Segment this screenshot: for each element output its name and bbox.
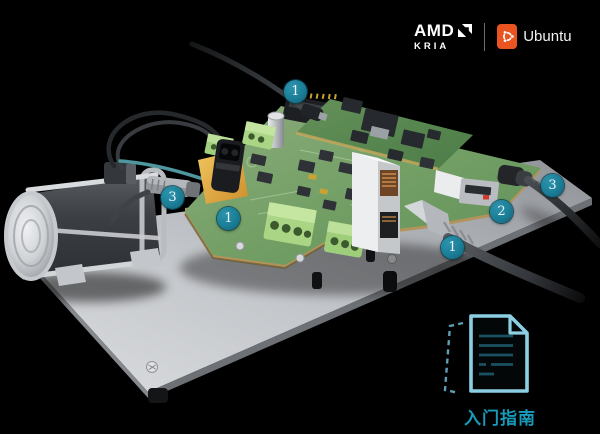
black-power-plug — [211, 139, 245, 193]
logo-divider — [484, 22, 486, 51]
callout-badge-power-cable: 3 — [541, 174, 564, 197]
motor-body — [30, 174, 160, 278]
document-page — [469, 314, 529, 393]
usb-cable-top — [189, 41, 328, 122]
header-logos: AMD KRIA Ubuntu — [414, 22, 572, 52]
rj45-port-top — [380, 170, 398, 196]
standoff — [312, 272, 322, 289]
kria-som-module — [295, 97, 473, 171]
guide-caption: 入门指南 — [464, 409, 536, 428]
motor-assembly — [4, 162, 167, 286]
callout-badge-usb-cable-top: 1 — [284, 80, 307, 103]
motor-terminal-box — [104, 162, 132, 184]
ubuntu-badge — [497, 24, 518, 50]
document-back-page-dashed — [443, 321, 464, 395]
encoder-cable-teal — [118, 159, 211, 183]
callout-badge-usb-port: 2 — [490, 200, 513, 223]
usb-plug-white — [434, 170, 464, 200]
kria-wordmark: KRIA — [414, 41, 450, 52]
terminal-blocks-front — [263, 202, 367, 258]
rubber-foot — [148, 388, 168, 403]
standoff — [366, 248, 375, 262]
motor-mount — [130, 248, 161, 269]
callout-badge-ethernet: 1 — [441, 236, 464, 259]
amd-wordmark: AMD — [414, 21, 455, 40]
ubuntu-circle-of-friends-icon — [502, 31, 514, 43]
getting-started-guide[interactable]: 入门指南 — [440, 306, 560, 429]
amd-arrow-icon — [458, 23, 473, 37]
amd-kria-logo: AMD KRIA — [414, 21, 473, 52]
micro-usb-plug — [300, 103, 324, 122]
ubuntu-wordmark: Ubuntu — [523, 28, 572, 46]
callout-badge-board-front: 1 — [217, 207, 240, 230]
document-text-lines — [479, 334, 513, 376]
rj45-port-bottom — [380, 212, 398, 238]
document-icon — [443, 314, 529, 395]
ubuntu-logo: Ubuntu — [497, 24, 572, 50]
motor-mount — [55, 264, 86, 286]
power-cable — [524, 176, 600, 248]
rj45-port-tower — [352, 152, 400, 254]
usb-port-cluster — [419, 156, 499, 207]
callout-badge-motor-connector: 3 — [161, 186, 184, 209]
usb-red-indicator — [483, 195, 489, 200]
